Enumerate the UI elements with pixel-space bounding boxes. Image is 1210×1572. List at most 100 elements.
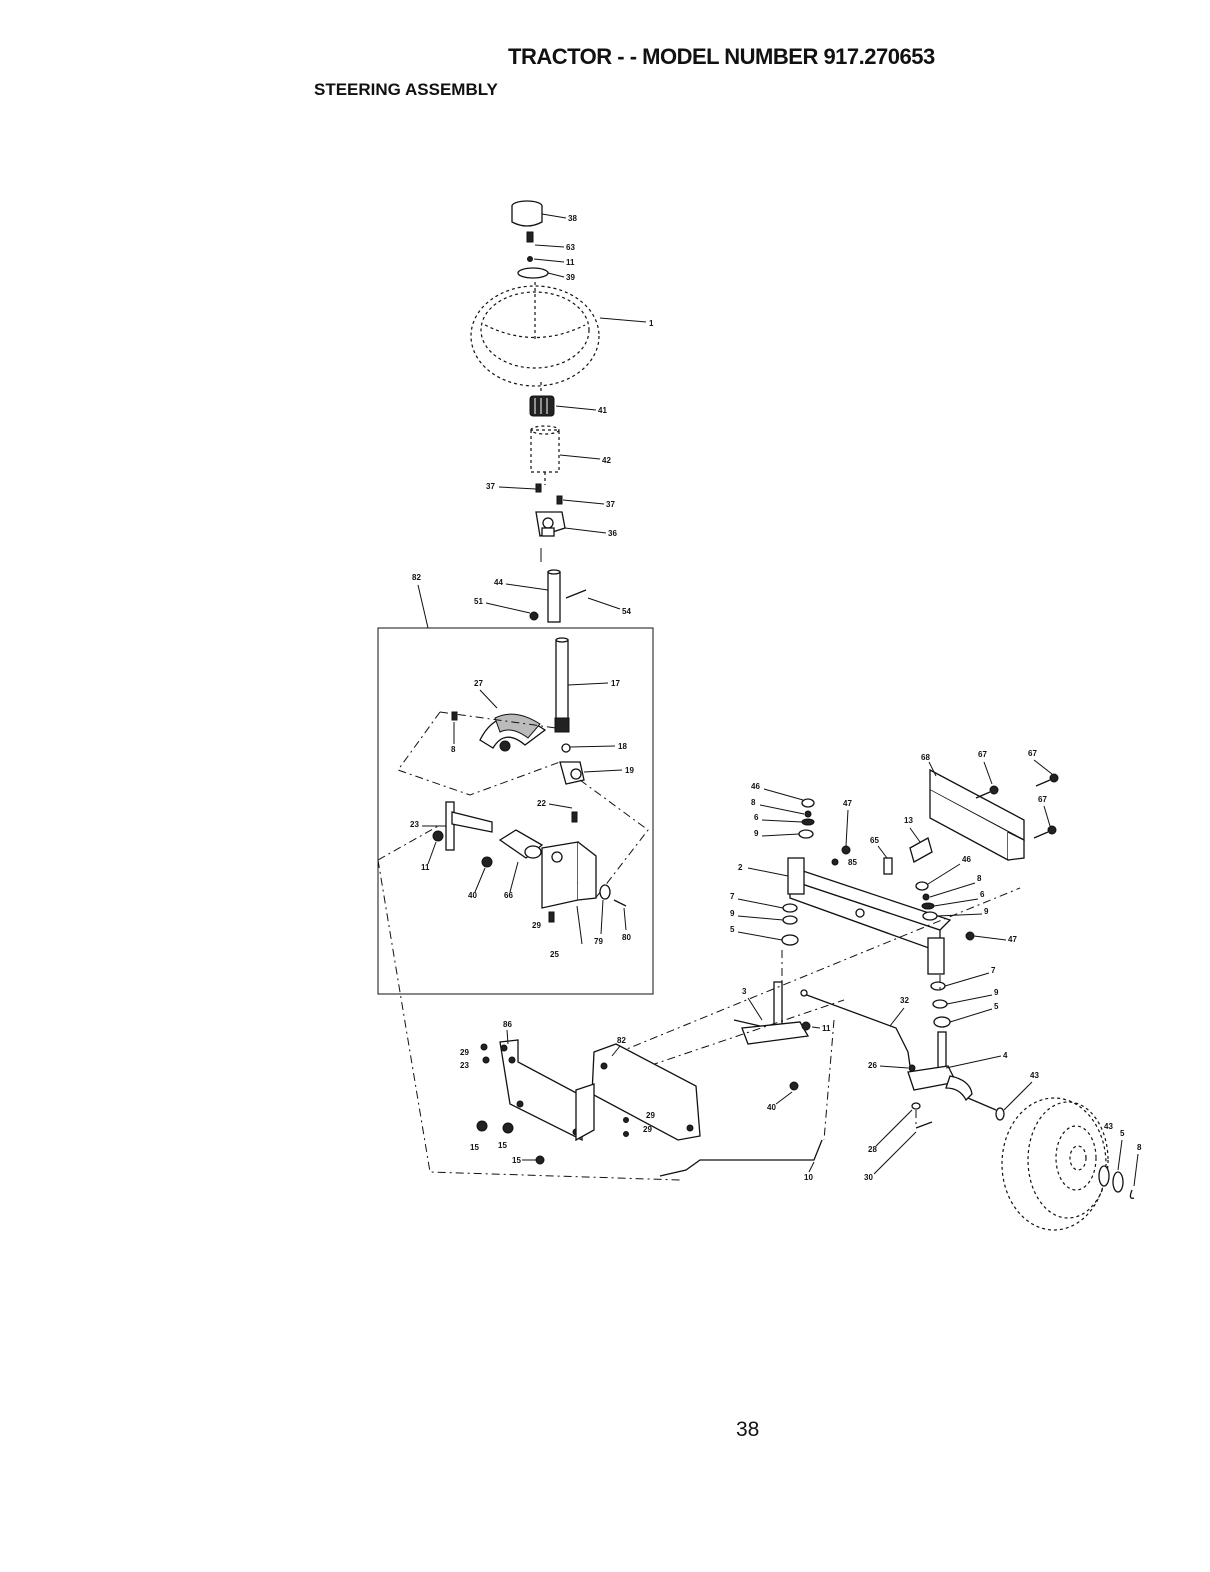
callout-42: 42 bbox=[602, 456, 611, 465]
callout-67-b: 67 bbox=[1028, 749, 1037, 758]
callout-7-left: 7 bbox=[730, 892, 735, 901]
callout-3: 3 bbox=[742, 987, 747, 996]
callout-32: 32 bbox=[900, 996, 909, 1005]
callout-8-inset: 8 bbox=[451, 745, 456, 754]
callout-29-upper: 29 bbox=[460, 1048, 469, 1057]
callout-65: 65 bbox=[870, 836, 879, 845]
part-cap-46-right bbox=[915, 881, 929, 891]
callout-22: 22 bbox=[537, 799, 546, 808]
part-bracket-68 bbox=[929, 768, 1025, 862]
callout-25: 25 bbox=[550, 950, 559, 959]
callout-82-top: 82 bbox=[412, 573, 421, 582]
part-nut-51 bbox=[529, 611, 539, 621]
part-spindle-4 bbox=[907, 1031, 997, 1111]
page-title: TRACTOR - - MODEL NUMBER 917.270653 bbox=[508, 44, 935, 69]
callout-47-right: 47 bbox=[1008, 935, 1017, 944]
part-nut-26 bbox=[908, 1064, 916, 1072]
part-bearing-9-left bbox=[798, 829, 814, 839]
callout-17: 17 bbox=[611, 679, 620, 688]
callout-8-wheel: 8 bbox=[1137, 1143, 1142, 1152]
part-cap-46-left bbox=[801, 798, 815, 808]
callout-6-left: 6 bbox=[754, 813, 759, 822]
callout-86: 86 bbox=[503, 1020, 512, 1029]
callout-19: 19 bbox=[625, 766, 634, 775]
part-pitman-arm-23 bbox=[445, 801, 493, 851]
callout-30: 30 bbox=[864, 1173, 873, 1182]
part-shaft-44 bbox=[547, 569, 561, 623]
part-washer-18 bbox=[561, 743, 571, 753]
callout-43-inner: 43 bbox=[1030, 1071, 1039, 1080]
part-adapter-41 bbox=[529, 395, 555, 417]
callout-11-axle: 11 bbox=[822, 1024, 831, 1033]
section-subtitle: STEERING ASSEMBLY bbox=[314, 80, 498, 99]
part-bearing-19 bbox=[559, 761, 585, 785]
callout-8-left: 8 bbox=[751, 798, 756, 807]
part-bearing-9-lower-left bbox=[782, 915, 798, 925]
part-nut-15-b bbox=[502, 1122, 514, 1134]
part-insert-39 bbox=[517, 267, 549, 279]
part-bolt-67-a bbox=[975, 785, 999, 799]
part-bearing-9-right bbox=[922, 911, 938, 921]
part-clip-8-right bbox=[922, 893, 930, 901]
callout-2: 2 bbox=[738, 863, 743, 872]
callout-46-right: 46 bbox=[962, 855, 971, 864]
part-steering-wheel bbox=[470, 282, 600, 387]
callout-29-inset: 29 bbox=[532, 921, 541, 930]
part-steering-cap bbox=[511, 200, 543, 227]
callout-7-right: 7 bbox=[991, 966, 996, 975]
part-nut-40-inset bbox=[481, 856, 493, 868]
part-bushing-66 bbox=[498, 829, 544, 859]
part-nut-11-axle bbox=[801, 1021, 811, 1031]
part-bolt-67-b bbox=[1035, 773, 1059, 787]
part-bolt-29-upper bbox=[480, 1043, 488, 1051]
callout-9-lower-right: 9 bbox=[994, 988, 999, 997]
part-washer-79 bbox=[599, 884, 611, 900]
part-bolt-37-right bbox=[556, 495, 563, 505]
callout-28: 28 bbox=[868, 1145, 877, 1154]
part-bolt-8-inset bbox=[451, 711, 458, 721]
page-number: 38 bbox=[736, 1418, 760, 1441]
part-washer-5-right bbox=[933, 1016, 951, 1028]
part-bellows-42 bbox=[530, 425, 560, 473]
callout-41: 41 bbox=[598, 406, 607, 415]
callout-6-right: 6 bbox=[980, 890, 985, 899]
callout-47-top: 47 bbox=[843, 799, 852, 808]
callout-79: 79 bbox=[594, 937, 603, 946]
part-steering-shaft-17 bbox=[554, 637, 570, 733]
callout-1: 1 bbox=[649, 319, 654, 328]
part-spacer-13 bbox=[909, 837, 933, 863]
callout-27: 27 bbox=[474, 679, 483, 688]
part-washer-11 bbox=[527, 256, 533, 262]
callout-23-inset: 23 bbox=[410, 820, 419, 829]
callout-37-left: 37 bbox=[486, 482, 495, 491]
part-bolt-47-right bbox=[965, 931, 975, 941]
callout-82-bottom: 82 bbox=[617, 1036, 626, 1045]
part-washer-5-left bbox=[781, 934, 799, 946]
callout-5-left: 5 bbox=[730, 925, 735, 934]
callout-67-a: 67 bbox=[978, 750, 987, 759]
part-spindle-3 bbox=[733, 981, 810, 1045]
callout-80: 80 bbox=[622, 933, 631, 942]
part-washer-28 bbox=[911, 1102, 921, 1110]
part-sector-gear-27 bbox=[479, 713, 547, 752]
part-washer-5-wheel bbox=[1112, 1171, 1124, 1193]
callout-29-a: 29 bbox=[646, 1111, 655, 1120]
part-flange-36 bbox=[535, 511, 566, 537]
part-bolt-80 bbox=[613, 899, 627, 907]
part-washer-6-right bbox=[921, 902, 935, 910]
part-washer-7-right bbox=[930, 981, 946, 991]
part-bolt-37-left bbox=[535, 483, 542, 493]
callout-9-right: 9 bbox=[984, 907, 989, 916]
callout-10: 10 bbox=[804, 1173, 813, 1182]
callout-5-right: 5 bbox=[994, 1002, 999, 1011]
callout-85: 85 bbox=[848, 858, 857, 867]
callout-51: 51 bbox=[474, 597, 483, 606]
callout-67-c: 67 bbox=[1038, 795, 1047, 804]
part-tie-rod-10 bbox=[659, 1139, 823, 1177]
callout-40-axle: 40 bbox=[767, 1103, 776, 1112]
callout-40-inset: 40 bbox=[468, 891, 477, 900]
callout-11-inset: 11 bbox=[421, 863, 430, 872]
inset-steering-gear-box bbox=[377, 627, 654, 995]
part-bolt-29-b bbox=[623, 1131, 629, 1137]
callout-4: 4 bbox=[1003, 1051, 1008, 1060]
